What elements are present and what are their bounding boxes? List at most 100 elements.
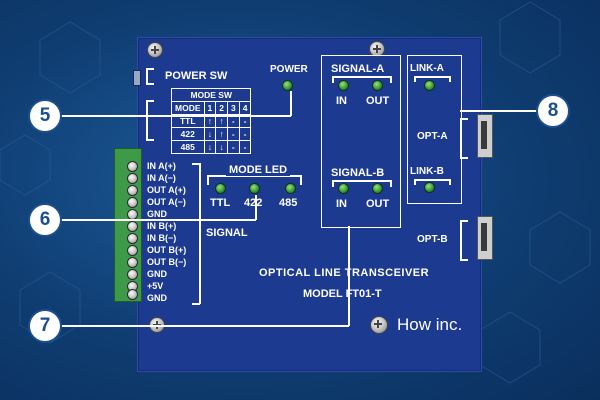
signal-b-bracket [390,180,392,187]
signal-pin-label: OUT A(+) [147,185,186,195]
opt-a-bracket [460,118,462,158]
mode-sw-bracket [146,100,148,140]
signal-a-out-label: OUT [366,95,390,107]
device-model: MODEL FT01-T [303,288,382,300]
mode-led-label: TTL [210,197,231,209]
link-a-bracket [414,76,416,82]
opt-a-bracket [460,118,468,120]
signal-pin-label: IN A(−) [147,173,176,183]
signal-terminal-block [114,148,142,302]
mode-sw-cell: ↑ [215,127,228,141]
signal-b-in-label: IN [336,198,347,210]
mode-sw-cell: - [226,127,240,141]
signal-pin-label: +5V [147,281,164,291]
power-sw-bracket [146,68,148,84]
mode-sw-row-mode: 485 [171,140,205,154]
mode-sw-cell: - [226,140,240,154]
opt-b-bracket [460,220,468,222]
mode-led-label: 422 [244,197,263,209]
screw-icon [369,41,385,57]
link-b-bracket [414,179,416,185]
screw-icon [370,316,388,334]
callout-6: 6 [28,203,62,237]
signal-pin-label: GND [147,269,167,279]
mode-led-title: MODE LED [226,164,291,176]
power-sw-bracket [146,83,154,85]
mode-led-label: 485 [279,197,298,209]
mode-sw-row-mode: 422 [171,127,205,141]
signal-pin-label: OUT B(+) [147,245,187,255]
terminal-screw-icon [127,185,138,196]
callout-8-line [460,110,540,112]
power-sw-label: POWER SW [165,70,228,82]
signal-pin-label: IN B(−) [147,233,177,243]
mode-led-bracket [207,175,209,185]
signal-b-title: SIGNAL-B [331,167,385,179]
signal-leds-group [321,55,401,228]
callout-6-line [255,195,257,220]
link-b-label: LINK-B [410,166,444,177]
opt-a-bracket [460,157,468,159]
callout-7-line [348,226,350,326]
signal-pin-label: OUT B(−) [147,257,187,267]
mode-sw-header: 2 [215,101,228,115]
signal-b-out-label: OUT [366,198,390,210]
link-b-led [424,182,435,193]
opt-a-port[interactable] [477,114,493,158]
terminal-screw-icon [127,289,138,300]
terminal-screw-icon [127,233,138,244]
signal-a-in-label: IN [336,95,347,107]
power-switch[interactable] [133,70,141,86]
link-a-bracket [414,76,450,78]
opt-a-label: OPT-A [417,131,448,142]
mode-sw-title: MODE SW [170,88,252,102]
signal-b-in-led [338,183,349,194]
power-sw-bracket [146,68,154,70]
link-a-bracket [449,76,451,82]
mode-led-bracket [300,175,302,185]
signal-pin-label: GND [147,209,167,219]
mode-sw-bracket [146,139,154,141]
mode-sw-header: 1 [203,101,217,115]
signal-bracket [192,163,200,165]
link-a-led [424,80,435,91]
callout-5-line [54,115,291,117]
link-leds-group [407,55,462,204]
mode-sw-header: 3 [226,101,240,115]
opt-b-port[interactable] [477,216,493,260]
signal-group-label: SIGNAL [206,227,248,239]
mode-led-485 [285,183,296,194]
callout-5: 5 [28,99,62,133]
device-label-text: OPTICAL LINE TRANSCEIVER [259,267,430,279]
brand-label: How inc. [397,315,463,334]
callout-6-line [54,219,256,221]
signal-b-bracket [332,180,334,187]
link-a-label: LINK-A [410,63,444,74]
opt-b-bracket [460,259,468,261]
screw-icon [147,42,163,58]
mode-sw-cell: - [238,140,252,154]
mode-sw-bracket [146,100,154,102]
signal-bracket [192,303,200,305]
signal-pin-label: IN B(+) [147,221,177,231]
link-b-bracket [414,179,450,181]
mode-led-ttl [215,183,226,194]
signal-a-title: SIGNAL-A [331,63,385,75]
signal-b-out-led [372,183,383,194]
terminal-screw-icon [127,221,138,232]
signal-a-bracket [390,76,392,83]
signal-a-in-led [338,80,349,91]
signal-a-bracket [332,76,392,78]
terminal-screw-icon [127,173,138,184]
callout-7-line [54,325,349,327]
terminal-screw-icon [127,197,138,208]
mode-sw-cell: ↓ [215,140,228,154]
terminal-screw-icon [127,245,138,256]
signal-pin-label: IN A(+) [147,161,176,171]
signal-pin-label: GND [147,293,167,303]
mode-led-422 [249,183,260,194]
mode-sw-header: 4 [238,101,252,115]
mode-sw-cell: ↓ [203,140,217,154]
terminal-screw-icon [127,161,138,172]
